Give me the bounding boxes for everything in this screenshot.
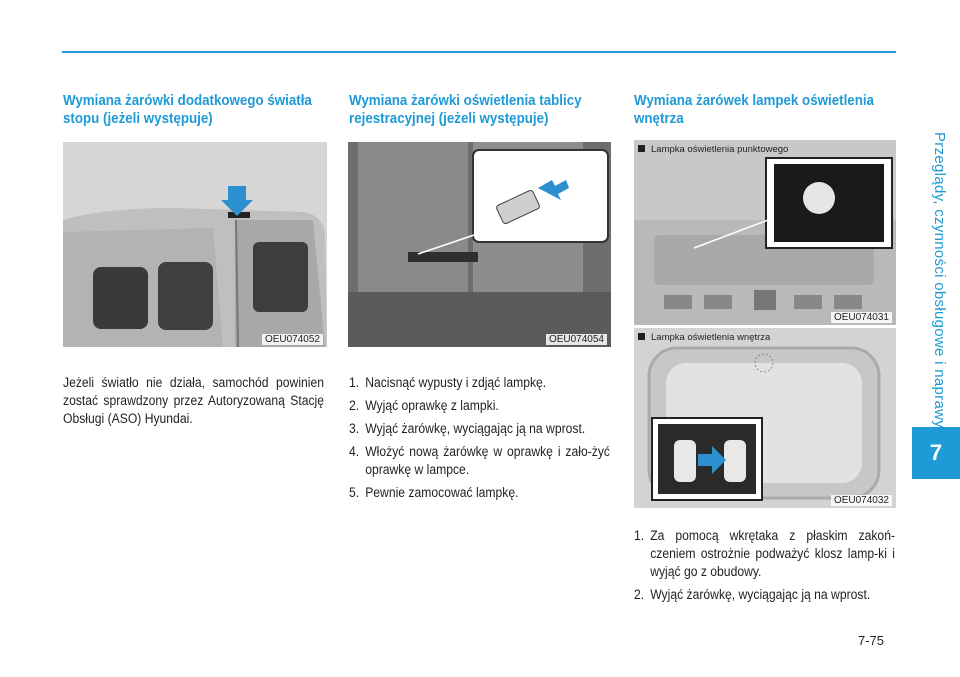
license-lamp-figure: OEU074054 bbox=[348, 142, 611, 347]
chapter-side-tab: Przeglądy, czynności obsługowe i naprawy bbox=[912, 0, 960, 677]
page-number: 7-75 bbox=[858, 633, 885, 648]
left-arrow-icon bbox=[538, 180, 569, 200]
chapter-number: 7 bbox=[929, 440, 943, 465]
square-bullet-icon bbox=[638, 145, 645, 152]
chapter-title: Przeglądy, czynności obsługowe i naprawy bbox=[931, 132, 948, 429]
header-rule bbox=[62, 51, 896, 53]
square-bullet-icon bbox=[638, 333, 645, 340]
steps-list: 1.Nacisnąć wypusty i zdjąć lampkę. 2.Wyj… bbox=[349, 374, 610, 507]
body-text: Jeżeli światło nie działa, samochód powi… bbox=[63, 375, 324, 426]
figure-sublabel: Lampka oświetlenia punktowego bbox=[638, 144, 788, 155]
spot-lamp-figure: Lampka oświetlenia punktowego OEU074031 bbox=[634, 140, 896, 325]
list-item: 2.Wyjąć oprawkę z lampki. bbox=[349, 398, 499, 413]
spot-lamp-illustration bbox=[634, 140, 896, 325]
section-heading: Wymiana żarówki oświetlenia tablicy reje… bbox=[349, 93, 582, 127]
list-item: 5.Pewnie zamocować lampkę. bbox=[349, 485, 519, 500]
chapter-number-box: 7 bbox=[912, 427, 960, 479]
list-item: 4.Włożyć nową żarówkę w oprawkę i zało-ż… bbox=[349, 444, 610, 477]
right-arrow-icon bbox=[698, 446, 726, 474]
column-brake-light: Wymiana żarówki dodatkowego światła stop… bbox=[63, 92, 353, 128]
section-heading: Wymiana żarówek lampek oświetlenia wnętr… bbox=[634, 93, 874, 127]
figure-sublabel: Lampka oświetlenia wnętrza bbox=[638, 332, 770, 343]
interior-lamp-figure: Lampka oświetlenia wnętrza OEU074032 bbox=[634, 328, 896, 508]
list-item: 1.Nacisnąć wypusty i zdjąć lampkę. bbox=[349, 375, 547, 390]
column-license-plate: Wymiana żarówki oświetlenia tablicy reje… bbox=[349, 92, 639, 128]
figure-code: OEU074052 bbox=[261, 334, 323, 345]
van-rear-figure: OEU074052 bbox=[63, 142, 327, 347]
figure-code: OEU074031 bbox=[830, 312, 892, 323]
list-item: 1.Za pomocą wkrętaka z płaskim zakoń-cze… bbox=[634, 528, 895, 579]
section-heading: Wymiana żarówki dodatkowego światła stop… bbox=[63, 93, 312, 127]
column-interior-lamps: Wymiana żarówek lampek oświetlenia wnętr… bbox=[634, 92, 924, 128]
figure-code: OEU074032 bbox=[830, 495, 892, 506]
steps-list: 1.Za pomocą wkrętaka z płaskim zakoń-cze… bbox=[634, 527, 895, 609]
van-rear-illustration bbox=[63, 142, 327, 347]
interior-lamp-illustration bbox=[634, 328, 896, 508]
list-item: 3.Wyjąć żarówkę, wyciągając ją na wprost… bbox=[349, 421, 586, 436]
license-lamp-illustration bbox=[348, 142, 611, 347]
list-item: 2.Wyjąć żarówkę, wyciągając ją na wprost… bbox=[634, 587, 871, 602]
down-arrow-icon bbox=[221, 186, 253, 216]
figure-code: OEU074054 bbox=[545, 334, 607, 345]
